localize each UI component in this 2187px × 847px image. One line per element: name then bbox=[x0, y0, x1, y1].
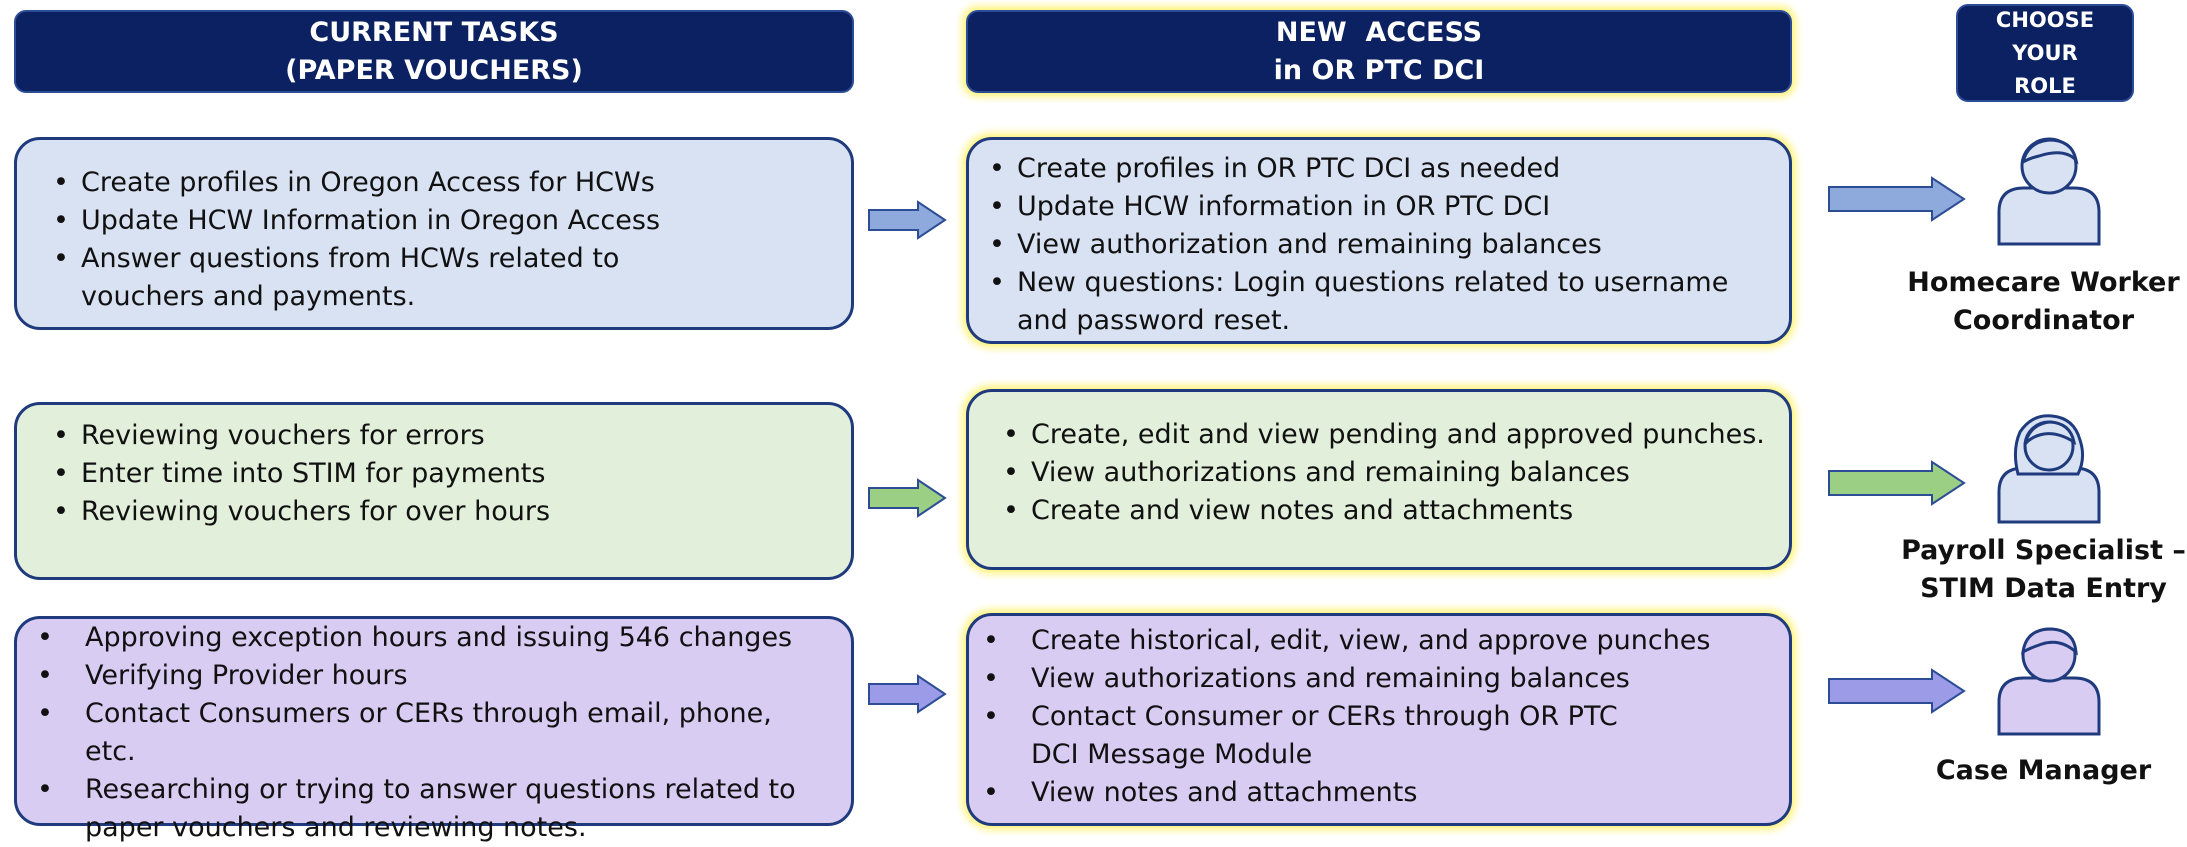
choose-role-line-2: YOUR bbox=[2012, 40, 2078, 65]
list-item: Enter time into STIM for payments bbox=[53, 455, 827, 493]
current-tasks-list-hcw: Create profiles in Oregon Access for HCW… bbox=[53, 164, 827, 316]
list-item: View authorization and remaining balance… bbox=[989, 226, 1769, 264]
role-label-hcw-coordinator: Homecare Worker Coordinator bbox=[1900, 264, 2187, 340]
role-label-line-1: Homecare Worker bbox=[1907, 267, 2180, 298]
current-tasks-list-payroll: Reviewing vouchers for errors Enter time… bbox=[53, 417, 827, 531]
current-tasks-box-payroll: Reviewing vouchers for errors Enter time… bbox=[14, 402, 854, 580]
choose-role-header: CHOOSE YOUR ROLE bbox=[1956, 4, 2134, 102]
list-item: Reviewing vouchers for over hours bbox=[53, 493, 827, 531]
new-access-header: NEW ACCESS in OR PTC DCI bbox=[966, 10, 1792, 93]
list-item: Create, edit and view pending and approv… bbox=[1003, 416, 1765, 454]
current-tasks-header: CURRENT TASKS (PAPER VOUCHERS) bbox=[14, 10, 854, 93]
choose-role-line-3: ROLE bbox=[2014, 73, 2076, 98]
role-label-case-manager: Case Manager bbox=[1900, 752, 2187, 790]
list-item: Verifying Provider hours bbox=[37, 657, 831, 695]
arrow-right-icon bbox=[868, 200, 947, 240]
list-item: Reviewing vouchers for errors bbox=[53, 417, 827, 455]
list-item: View notes and attachments bbox=[983, 774, 1769, 812]
list-item: View authorizations and remaining balanc… bbox=[983, 660, 1769, 698]
role-label-line-2: STIM Data Entry bbox=[1920, 573, 2167, 604]
role-label-line-2: Coordinator bbox=[1952, 305, 2135, 336]
list-item: New questions: Login questions related t… bbox=[989, 264, 1769, 340]
arrow-right-icon bbox=[1828, 460, 1966, 506]
arrow-right-icon bbox=[1828, 668, 1966, 714]
current-tasks-header-line-1: CURRENT TASKS bbox=[309, 16, 559, 48]
list-item: Contact Consumers or CERs through email,… bbox=[37, 695, 831, 771]
current-tasks-box-hcw: Create profiles in Oregon Access for HCW… bbox=[14, 137, 854, 330]
role-label-line-1: Payroll Specialist – bbox=[1901, 535, 2186, 566]
list-item: Create profiles in Oregon Access for HCW… bbox=[53, 164, 827, 202]
new-access-box-hcw: Create profiles in OR PTC DCI as needed … bbox=[966, 137, 1792, 344]
list-item: View authorizations and remaining balanc… bbox=[1003, 454, 1765, 492]
current-tasks-list-case-manager: Approving exception hours and issuing 54… bbox=[37, 619, 831, 847]
list-item: Update HCW Information in Oregon Access bbox=[53, 202, 827, 240]
new-access-box-case-manager: Create historical, edit, view, and appro… bbox=[966, 613, 1792, 826]
new-access-list-case-manager: Create historical, edit, view, and appro… bbox=[983, 622, 1769, 812]
new-access-box-payroll: Create, edit and view pending and approv… bbox=[966, 389, 1792, 570]
role-label-payroll-specialist: Payroll Specialist – STIM Data Entry bbox=[1900, 532, 2187, 608]
new-access-list-hcw: Create profiles in OR PTC DCI as needed … bbox=[989, 150, 1769, 340]
list-item: Create historical, edit, view, and appro… bbox=[983, 622, 1769, 660]
current-tasks-header-line-2: (PAPER VOUCHERS) bbox=[285, 54, 583, 86]
list-item: Approving exception hours and issuing 54… bbox=[37, 619, 831, 657]
arrow-right-icon bbox=[868, 478, 947, 518]
list-item: Create and view notes and attachments bbox=[1003, 492, 1765, 530]
new-access-header-line-2: in OR PTC DCI bbox=[1273, 54, 1485, 86]
list-item: Contact Consumer or CERs through OR PTC … bbox=[983, 698, 1651, 774]
new-access-list-payroll: Create, edit and view pending and approv… bbox=[1003, 416, 1765, 530]
list-item: Answer questions from HCWs related to vo… bbox=[53, 240, 751, 316]
person-icon bbox=[1997, 627, 2101, 736]
new-access-header-line-1: NEW ACCESS bbox=[1275, 16, 1483, 48]
male-person-icon bbox=[1997, 137, 2101, 246]
choose-role-line-1: CHOOSE bbox=[1995, 7, 2095, 32]
list-item: Researching or trying to answer question… bbox=[37, 771, 805, 847]
arrow-right-icon bbox=[1828, 176, 1966, 222]
arrow-right-icon bbox=[868, 674, 947, 714]
role-label-line-1: Case Manager bbox=[1935, 755, 2152, 786]
current-tasks-box-case-manager: Approving exception hours and issuing 54… bbox=[14, 616, 854, 843]
list-item: Create profiles in OR PTC DCI as needed bbox=[989, 150, 1769, 188]
female-person-icon bbox=[1997, 414, 2101, 524]
list-item: Update HCW information in OR PTC DCI bbox=[989, 188, 1769, 226]
